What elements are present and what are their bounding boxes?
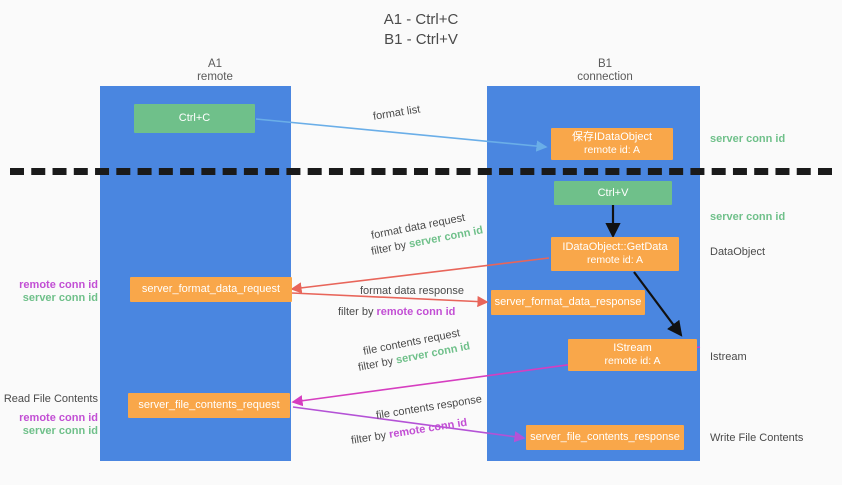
filter-key-remote-conn-id-2: remote conn id — [388, 416, 468, 441]
phase-divider — [10, 168, 832, 175]
column-a1-name: A1 — [207, 58, 223, 70]
column-b1-name: B1 — [597, 58, 613, 70]
annotation-remote-conn-id-1: remote conn id — [19, 279, 98, 291]
edge-label-file-contents-response-filter: filter by remote conn id — [350, 416, 468, 448]
node-ctrl-c-label: Ctrl+C — [178, 112, 211, 124]
column-b1-sub: connection — [577, 71, 633, 83]
annotation-read-file-contents: Read File Contents — [3, 393, 98, 405]
annotation-dataobject: DataObject — [710, 246, 766, 258]
edge-label-format-list: format list — [372, 103, 422, 123]
node-save-idataobject-line1: 保存IDataObject — [571, 131, 653, 143]
edge-label-format-data-response-filter: filter by remote conn id — [338, 305, 455, 319]
annotation-server-conn-id-1: server conn id — [22, 292, 98, 304]
edge-label-format-data-response: format data response — [360, 285, 464, 297]
annotation-istream: Istream — [710, 351, 747, 363]
node-server-file-contents-request[interactable]: server_file_contents_request — [128, 393, 290, 418]
node-istream[interactable]: IStream remote id: A — [568, 339, 697, 371]
title-line-2: B1 - Ctrl+V — [384, 31, 458, 48]
page-title: A1 - Ctrl+C B1 - Ctrl+V — [0, 10, 842, 50]
annotation-remote-conn-id-2: remote conn id — [19, 412, 98, 424]
node-server-file-contents-request-label: server_file_contents_request — [138, 399, 280, 411]
annotation-write-file-contents: Write File Contents — [710, 432, 804, 444]
node-server-format-data-request[interactable]: server_format_data_request — [130, 277, 292, 302]
node-server-format-data-response[interactable]: server_format_data_response — [491, 290, 645, 315]
node-ctrl-v-label: Ctrl+V — [597, 186, 629, 199]
node-getdata-line2: remote id: A — [586, 254, 644, 266]
filter-prefix-2: filter by — [338, 306, 377, 318]
edge-label-file-contents-response: file contents response — [375, 393, 483, 422]
column-a1-sub: remote — [197, 71, 233, 83]
node-getdata[interactable]: IDataObject::GetData remote id: A — [551, 237, 679, 271]
node-istream-line2: remote id: A — [604, 355, 661, 367]
column-header-a1: A1 remote — [120, 58, 310, 84]
annotation-server-conn-id-mid: server conn id — [710, 211, 786, 223]
node-save-idataobject[interactable]: 保存IDataObject remote id: A — [551, 128, 673, 160]
node-ctrl-v[interactable]: Ctrl+V — [554, 181, 672, 205]
node-getdata-line1: IDataObject::GetData — [562, 241, 668, 253]
node-server-file-contents-response-label: server_file_contents_response — [530, 431, 680, 443]
filter-prefix-3: filter by — [357, 354, 398, 374]
column-header-b1: B1 connection — [510, 58, 700, 84]
annotation-server-conn-id-top: server conn id — [710, 133, 786, 145]
annotation-server-conn-id-2: server conn id — [22, 425, 98, 437]
node-server-file-contents-response[interactable]: server_file_contents_response — [526, 425, 684, 450]
node-save-idataobject-line2: remote id: A — [583, 144, 641, 156]
title-line-1: A1 - Ctrl+C — [383, 11, 459, 28]
filter-prefix-4: filter by — [350, 428, 391, 447]
node-ctrl-c[interactable]: Ctrl+C — [134, 104, 255, 133]
node-server-format-data-response-label: server_format_data_response — [494, 296, 642, 308]
node-server-format-data-request-label: server_format_data_request — [141, 283, 281, 295]
node-istream-line1: IStream — [613, 342, 652, 354]
filter-key-remote-conn-id-1: remote conn id — [376, 306, 456, 318]
